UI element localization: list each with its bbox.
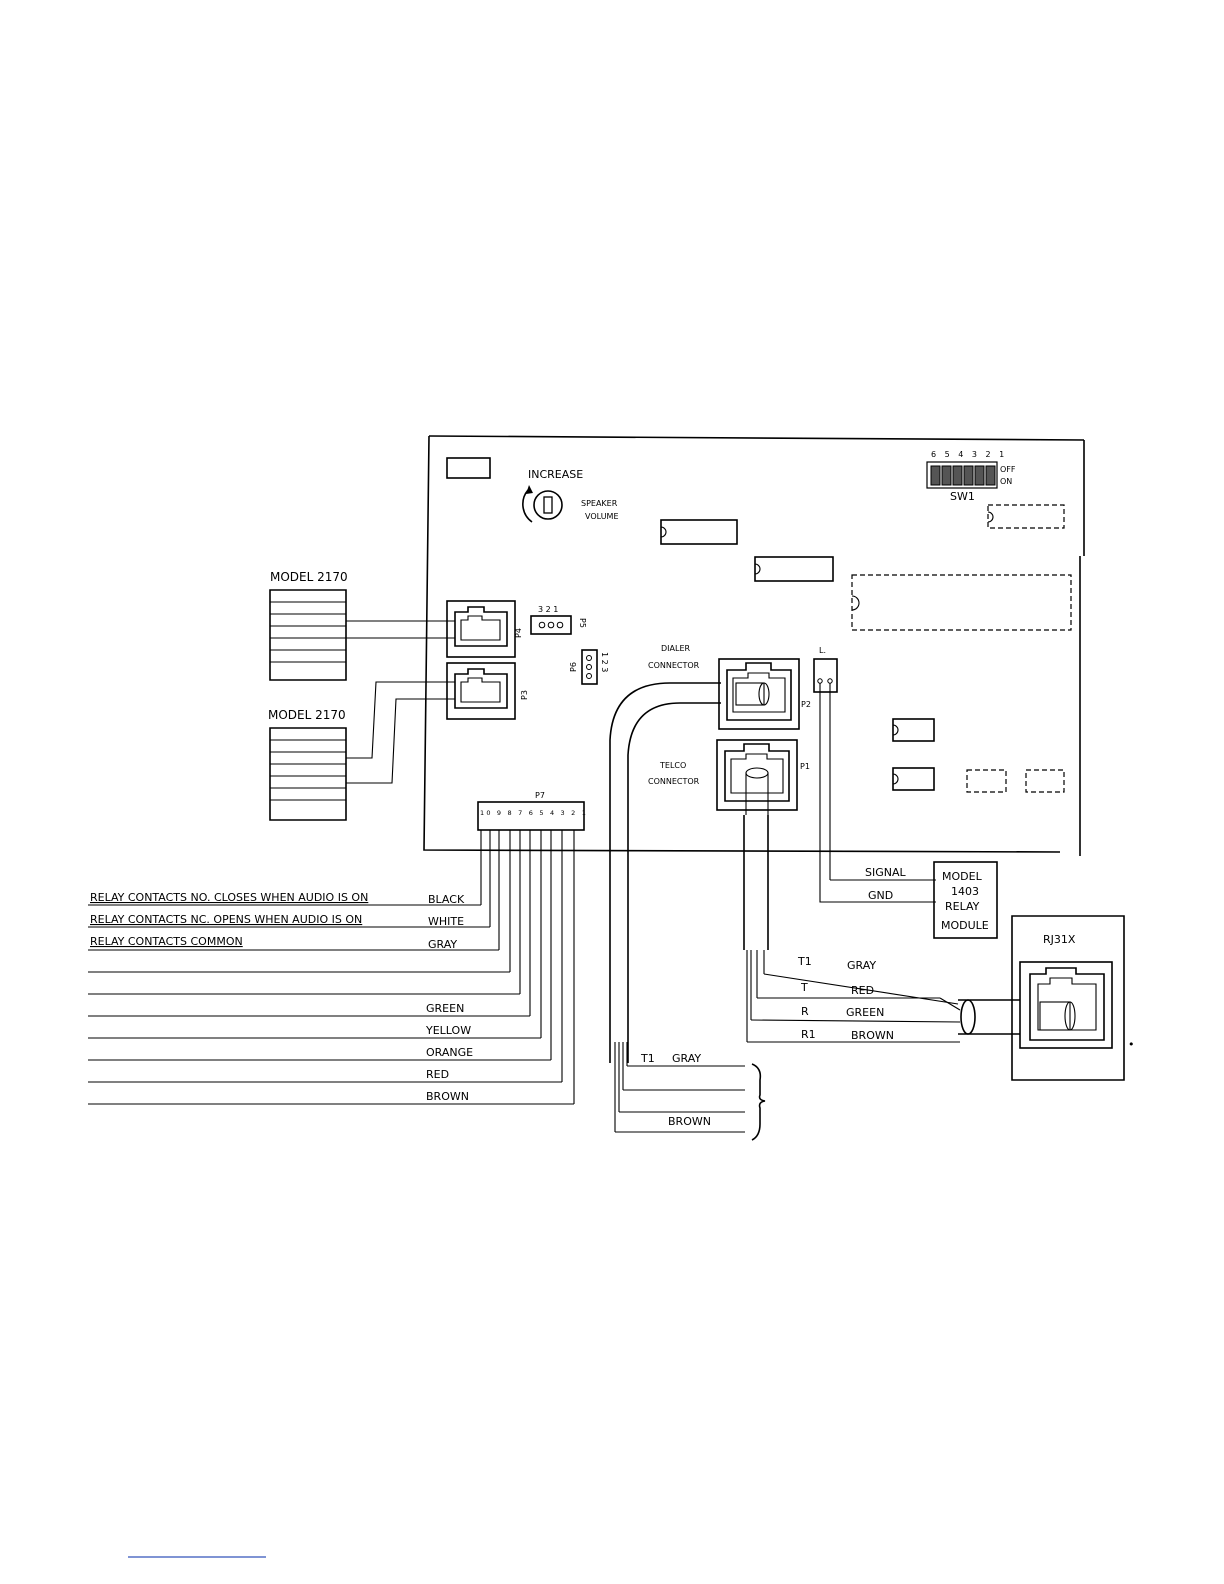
gnd-label: GND [868,889,893,902]
relay-module-line2: 1403 [951,885,979,898]
sw1-on-label: ON [1000,477,1012,486]
p7-wiring: RELAY CONTACTS NO. CLOSES WHEN AUDIO IS … [88,830,575,1105]
p7-wire-yellow: YELLOW [425,1024,471,1037]
speaker-label: SPEAKER [581,499,618,508]
dialer-gray-label: GRAY [672,1052,701,1065]
signal-label: SIGNAL [865,866,907,879]
p7-terminal-strip: P7 10 9 8 7 6 5 4 3 2 1 [477,791,588,831]
telco-wire-1-pin: T [800,981,808,994]
telco-wire-2-color: GREEN [846,1006,884,1019]
p6-pins: 1 2 3 [600,652,609,672]
p5-pins: 3 2 1 [538,605,558,614]
relay-module-1403: MODEL 1403 RELAY MODULE SIGNAL GND [819,861,998,939]
volume-label: VOLUME [585,512,619,521]
p6-label: P6 [569,662,578,672]
sw1-positions: 6 5 4 3 2 1 [931,450,1007,459]
dialer-label-line1: DIALER [661,644,691,653]
relay-module-line4: MODULE [941,919,989,932]
telco-wire-2-pin: R [801,1005,809,1018]
telco-wire-0-pin: T1 [797,955,812,968]
dialer-connector-p2: DIALER CONNECTOR P2 [648,644,811,730]
increase-label: INCREASE [528,468,583,481]
telco-wire-3-pin: R1 [801,1028,816,1041]
p3-connector: P3 [446,662,529,720]
rj31x-jack: RJ31X • [1011,915,1135,1081]
rj31x-label: RJ31X [1043,933,1076,946]
model-2170-bottom: MODEL 2170 [268,708,347,821]
relay-module-line3: RELAY [945,900,980,913]
relay-nc-color: WHITE [428,915,464,928]
relay-no-text: RELAY CONTACTS NO. CLOSES WHEN AUDIO IS … [90,891,368,904]
svg-text:L.: L. [819,646,826,655]
dialer-brown-label: BROWN [668,1115,711,1128]
relay-nc-text: RELAY CONTACTS NC. OPENS WHEN AUDIO IS O… [90,913,362,926]
p1-label: P1 [800,762,810,771]
relay-common-text: RELAY CONTACTS COMMON [90,935,243,948]
p6-jumper: P6 1 2 3 [569,649,609,685]
p7-wire-brown: BROWN [426,1090,469,1103]
sw1-label: SW1 [950,490,975,503]
telco-label-line1: TELCO [659,761,686,770]
p7-pins: 10 9 8 7 6 5 4 3 2 1 [480,809,588,817]
ic-chip [446,457,491,479]
p5-label: P5 [578,618,587,628]
dip-switch-sw1: 6 5 4 3 2 1 OFF ON SW1 [926,450,1016,503]
ic-chips [660,504,1072,793]
p4-connector: P4 [446,600,523,658]
telco-wire-1-color: RED [851,984,874,997]
relay-header: L. [813,646,838,880]
telco-wire-0-color: GRAY [847,959,876,972]
relay-no-color: BLACK [428,893,465,906]
model-2170-bottom-label: MODEL 2170 [268,708,346,722]
dialer-label-line2: CONNECTOR [648,661,700,670]
p7-wire-red: RED [426,1068,449,1081]
relay-module-line1: MODEL [942,870,983,883]
sw1-off-label: OFF [1000,465,1016,474]
p7-label: P7 [535,791,545,800]
relay-common-color: GRAY [428,938,457,951]
p5-jumper: 3 2 1 P5 [530,605,587,635]
p2-label: P2 [801,700,811,709]
dialer-t1-label: T1 [640,1052,655,1065]
keypad-wires [346,620,455,784]
speaker-volume-pot: INCREASE SPEAKER VOLUME [522,468,619,523]
telco-label-line2: CONNECTOR [648,777,700,786]
p7-wire-orange: ORANGE [426,1046,473,1059]
telco-connector-p1: TELCO CONNECTOR P1 [648,739,810,815]
circuit-board [423,435,1085,856]
p7-wire-green: GREEN [426,1002,464,1015]
model-2170-top-label: MODEL 2170 [270,570,348,584]
telco-wire-3-color: BROWN [851,1029,894,1042]
svg-text:•: • [1128,1038,1135,1051]
model-2170-top: MODEL 2170 [269,570,348,681]
p4-label: P4 [514,628,523,638]
dialer-cable: T1 GRAY BROWN [609,682,766,1141]
p3-label: P3 [520,690,529,700]
